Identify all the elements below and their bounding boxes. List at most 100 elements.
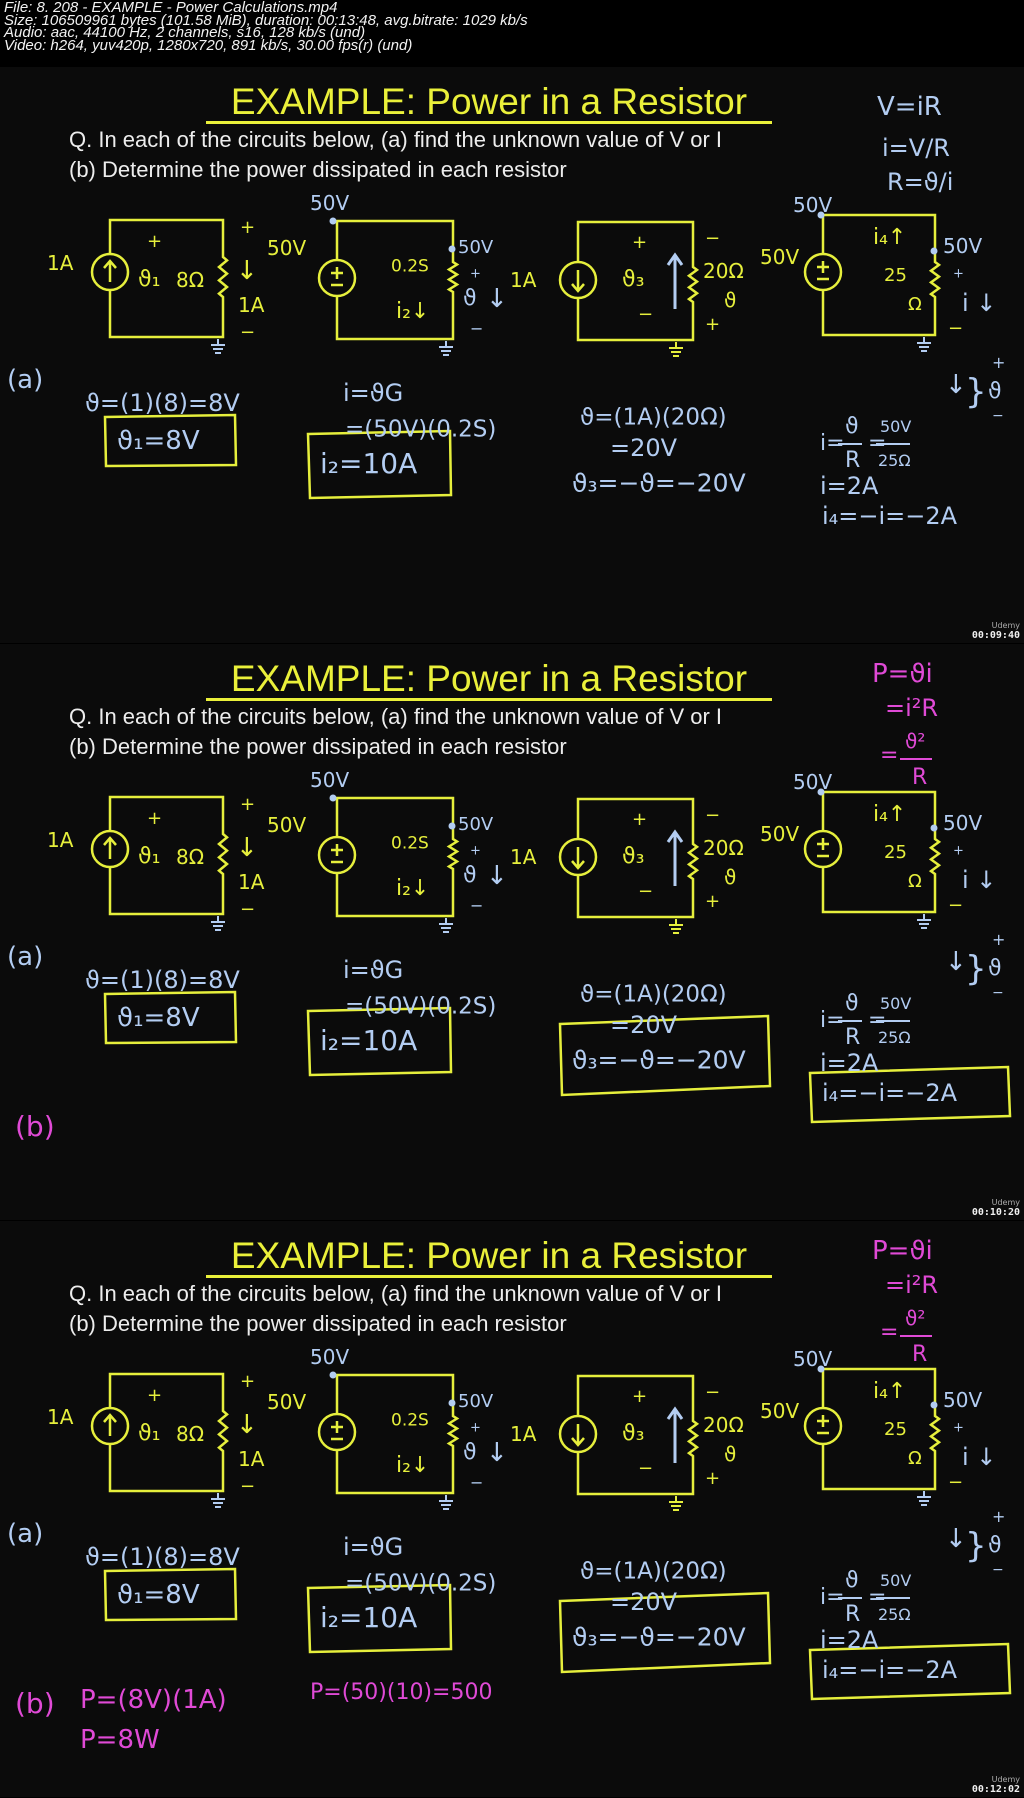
circuit-label: + <box>953 266 964 282</box>
udemy-logo: Udemy <box>991 1775 1020 1784</box>
circuit-label: ϑ₁ <box>138 267 161 292</box>
question-question-line2: (b) Determine the power dissipated in ea… <box>69 734 567 759</box>
circuit-label: i₂↓ <box>396 299 430 324</box>
ground-symbol <box>211 1493 225 1508</box>
work-eq4-den2: 25Ω <box>878 1605 911 1624</box>
work-eq4-num1: ϑ <box>845 414 859 439</box>
timestamp: 00:12:02 <box>971 1784 1020 1795</box>
work-side-minus: − <box>992 985 1004 1001</box>
circuit-label: 50V <box>943 234 983 258</box>
power-work: P=8W <box>80 1725 160 1755</box>
answer-box-ans1 <box>103 413 238 468</box>
circuit-4-wire <box>821 213 942 337</box>
formula-note: =i²R <box>885 694 939 722</box>
work-eq4-den1: R <box>845 1602 861 1627</box>
circuit-label: ϑ <box>724 865 737 889</box>
work-eq4-den2: 25Ω <box>878 451 911 470</box>
answer-box-ans3 <box>558 1591 772 1674</box>
work-eq3b: =20V <box>610 434 678 462</box>
work-ans4: i₄=−i=−2A <box>822 502 958 530</box>
answer-box-ans4 <box>808 1642 1012 1701</box>
circuit-label: 50V <box>458 237 494 258</box>
circuit-2-wire <box>335 1373 460 1495</box>
voltage-source-2 <box>317 835 357 875</box>
work-ans1: ϑ₁=8V <box>117 1003 200 1033</box>
timestamp: 00:10:20 <box>971 1207 1020 1218</box>
work-side-v: ϑ <box>988 956 1002 981</box>
ground-symbol <box>439 341 453 356</box>
work-eq4-num2: 50V <box>880 417 912 436</box>
ground-symbol <box>917 1491 931 1506</box>
circuit-label: 50V <box>267 1390 307 1414</box>
current-source-3 <box>558 1414 598 1454</box>
circuit-label: 1A <box>510 1422 537 1446</box>
current-source-3 <box>558 837 598 877</box>
circuit-label: ↓ <box>486 284 508 314</box>
file-info-header: File: 8. 208 - EXAMPLE - Power Calculati… <box>0 0 1024 68</box>
circuit-label: − <box>470 319 484 338</box>
ground-symbol <box>669 342 683 357</box>
work-ans2: i₂=10A <box>320 447 418 480</box>
circuit-label: i ↓ <box>962 289 997 317</box>
question-question-line2: (b) Determine the power dissipated in ea… <box>69 157 567 182</box>
work-label: (a) <box>7 942 44 972</box>
circuit-label: + <box>240 217 256 238</box>
circuit-label: 8Ω <box>176 1422 205 1446</box>
circuit-label: ↓ <box>486 861 508 891</box>
plus-minus-icon <box>331 844 343 864</box>
up-arrow-icon <box>103 259 117 282</box>
circuit-label: 8Ω <box>176 845 205 869</box>
node-dot <box>930 1401 938 1409</box>
slide-title: EXAMPLE: Power in a Resistor <box>206 660 772 701</box>
circuit-label: 50V <box>310 191 350 215</box>
work-ans1: ϑ₁=8V <box>117 426 200 456</box>
up-arrow-icon <box>103 1413 117 1436</box>
circuit-label: ϑ <box>724 1442 737 1466</box>
work-eq2a: i=ϑG <box>343 379 404 407</box>
node-dot <box>448 245 456 253</box>
circuit-label: + <box>470 266 481 282</box>
circuit-label: + <box>705 891 721 912</box>
ground-symbol <box>211 339 225 354</box>
circuit-label: − <box>705 228 721 249</box>
circuit-label: 0.2S <box>391 833 429 854</box>
circuit-label: ϑ <box>724 288 737 312</box>
circuit-drawings <box>90 1335 1012 1701</box>
formula-note: ϑ² <box>905 729 926 753</box>
circuit-label: − <box>638 881 654 902</box>
circuit-label: 0.2S <box>391 256 429 277</box>
work-ans4: i₄=−i=−2A <box>822 1656 958 1684</box>
work-ans4: i₄=−i=−2A <box>822 1079 958 1107</box>
circuit-label: 20Ω <box>703 836 744 860</box>
up-arrow-icon <box>103 836 117 859</box>
circuit-drawings <box>90 211 942 500</box>
circuit-label: 1A <box>238 1447 265 1471</box>
circuit-label: − <box>240 1476 256 1497</box>
voltage-source-4 <box>803 1406 843 1446</box>
current-source-1 <box>90 252 130 292</box>
answer-box-ans2 <box>306 1583 453 1654</box>
formula-note: P=ϑi <box>872 659 933 689</box>
circuit-3-wire <box>576 797 700 919</box>
work-eq4b: i=2A <box>820 1049 879 1077</box>
circuit-label: − <box>948 895 964 916</box>
circuit-label: ↓ <box>236 833 258 863</box>
circuit-label: 1A <box>238 870 265 894</box>
circuit-label: i ↓ <box>962 866 997 894</box>
circuit-label: ϑ₃ <box>622 267 645 292</box>
power-work: P=(8V)(1A) <box>80 1685 227 1715</box>
work-eq3b: =20V <box>610 1588 678 1616</box>
circuit-label: ϑ₃ <box>622 844 645 869</box>
formula-note: i=V/R <box>882 134 950 162</box>
circuit-label: Ω <box>908 294 922 315</box>
down-arrow-icon <box>571 847 585 870</box>
current-source-1 <box>90 1406 130 1446</box>
circuit-label: + <box>705 1468 721 1489</box>
circuit-label: + <box>240 794 256 815</box>
circuit-label: 1A <box>510 845 537 869</box>
answer-box-ans3 <box>558 1014 772 1097</box>
circuit-label: 20Ω <box>703 1413 744 1437</box>
down-arrow-icon <box>571 270 585 293</box>
